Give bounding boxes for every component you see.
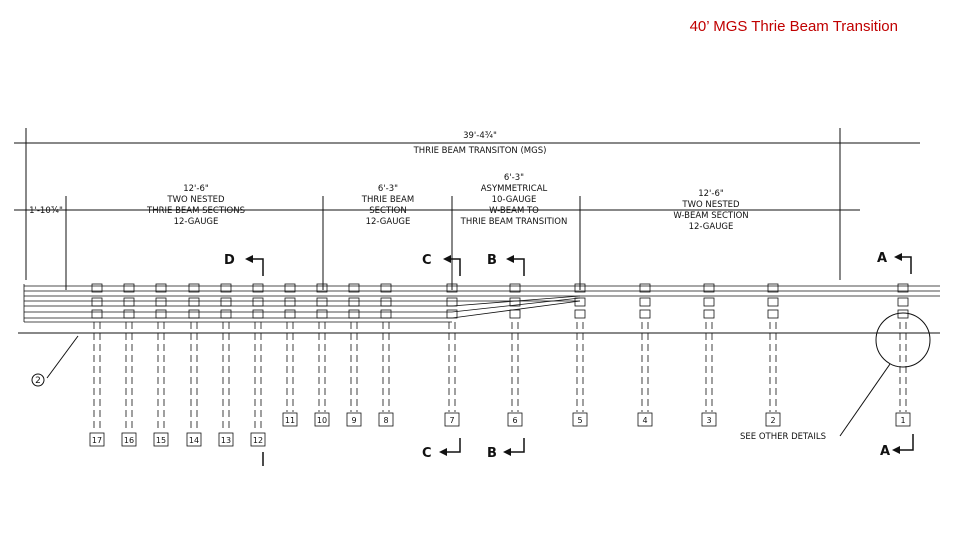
segment-1-line-1: SECTION [369, 206, 406, 216]
svg-text:C: C [422, 253, 432, 268]
svg-text:D: D [224, 253, 235, 268]
post-number-6: 6 [512, 416, 517, 425]
post-number-9: 9 [351, 416, 356, 425]
section-marker-a-top: A [877, 251, 912, 274]
segment-2-line-3: THRIE BEAM TRANSITION [460, 217, 568, 227]
section-marker-b-bottom: B [487, 438, 525, 461]
post-number-3: 3 [706, 416, 711, 425]
left-dim-label: 1'-10¾" [29, 206, 63, 216]
post-number-17: 17 [92, 436, 102, 445]
overall-label: THRIE BEAM TRANSITON (MGS) [413, 146, 547, 156]
see-other-details: SEE OTHER DETAILS [740, 432, 826, 442]
post-16: 16 [121, 283, 137, 447]
section-marker-c-top: C [422, 253, 461, 276]
post-number-1: 1 [900, 416, 905, 425]
svg-text:B: B [487, 253, 497, 268]
post-12: 12 [250, 283, 266, 447]
section-marker-a-bottom: A [880, 434, 914, 459]
post-number-10: 10 [317, 416, 327, 425]
post-4: 4 [637, 283, 653, 427]
segment-1-line-0: THRIE BEAM [361, 195, 414, 205]
segment-0-labels: 12'-6" TWO NESTED THRIE BEAM SECTIONS 12… [146, 184, 245, 227]
section-marker-d-top: D [224, 253, 264, 276]
post-number-14: 14 [189, 436, 199, 445]
slide-title: 40’ MGS Thrie Beam Transition [689, 18, 898, 35]
segment-3-line-2: 12-GAUGE [689, 222, 734, 232]
post-number-16: 16 [124, 436, 134, 445]
section-marker-c-bottom: C [422, 438, 461, 461]
segment-0-length: 12'-6" [183, 184, 209, 194]
post-1: 1 [895, 283, 911, 427]
svg-text:A: A [877, 251, 887, 266]
detail-circle [875, 312, 931, 368]
rail-bundle [23, 284, 940, 323]
post-number-4: 4 [642, 416, 647, 425]
segment-2-line-1: 10-GAUGE [492, 195, 537, 205]
post-9: 9 [346, 283, 362, 427]
post-number-8: 8 [383, 416, 388, 425]
post-number-13: 13 [221, 436, 231, 445]
segment-2-line-0: ASYMMETRICAL [481, 184, 548, 194]
callout-number: 2 [35, 376, 41, 386]
post-6: 6 [507, 283, 523, 427]
segment-2-length: 6'-3" [504, 173, 524, 183]
segment-0-line-2: 12-GAUGE [174, 217, 219, 227]
segment-0-line-1: THRIE BEAM SECTIONS [146, 206, 245, 216]
post-2: 2 [765, 283, 781, 427]
post-17: 17 [89, 283, 105, 447]
post-15: 15 [153, 283, 169, 447]
post-10: 10 [314, 283, 330, 427]
section-marker-b-top: B [487, 253, 525, 276]
posts-layer: 17 16 15 14 13 12 11 10 9 8 7 6 5 4 3 2 1 [89, 283, 911, 447]
svg-text:C: C [422, 446, 432, 461]
post-11: 11 [282, 283, 298, 427]
svg-text:A: A [880, 444, 890, 459]
segment-0-line-0: TWO NESTED [166, 195, 225, 205]
see-details-leader [839, 363, 891, 437]
post-5: 5 [572, 283, 588, 427]
segment-1-length: 6'-3" [378, 184, 398, 194]
post-number-2: 2 [770, 416, 775, 425]
segment-1-line-2: 12-GAUGE [366, 217, 411, 227]
segment-2-labels: 6'-3" ASYMMETRICAL 10-GAUGE W-BEAM TO TH… [460, 173, 568, 227]
segment-1-labels: 6'-3" THRIE BEAM SECTION 12-GAUGE [361, 184, 414, 227]
callout-leader [46, 335, 79, 379]
post-3: 3 [701, 283, 717, 427]
overall-length: 39'-4¾" [463, 131, 497, 141]
segment-3-labels: 12'-6" TWO NESTED W-BEAM SECTION 12-GAUG… [673, 189, 748, 232]
segment-2-line-2: W-BEAM TO [489, 206, 539, 216]
post-number-12: 12 [253, 436, 263, 445]
post-8: 8 [378, 283, 394, 427]
svg-text:B: B [487, 446, 497, 461]
post-13: 13 [218, 283, 234, 447]
post-number-7: 7 [449, 416, 454, 425]
segment-3-length: 12'-6" [698, 189, 724, 199]
post-14: 14 [186, 283, 202, 447]
post-number-15: 15 [156, 436, 166, 445]
post-number-11: 11 [285, 416, 295, 425]
segment-3-line-1: W-BEAM SECTION [673, 211, 748, 221]
post-number-5: 5 [577, 416, 582, 425]
segment-3-line-0: TWO NESTED [681, 200, 740, 210]
post-7: 7 [444, 283, 460, 427]
